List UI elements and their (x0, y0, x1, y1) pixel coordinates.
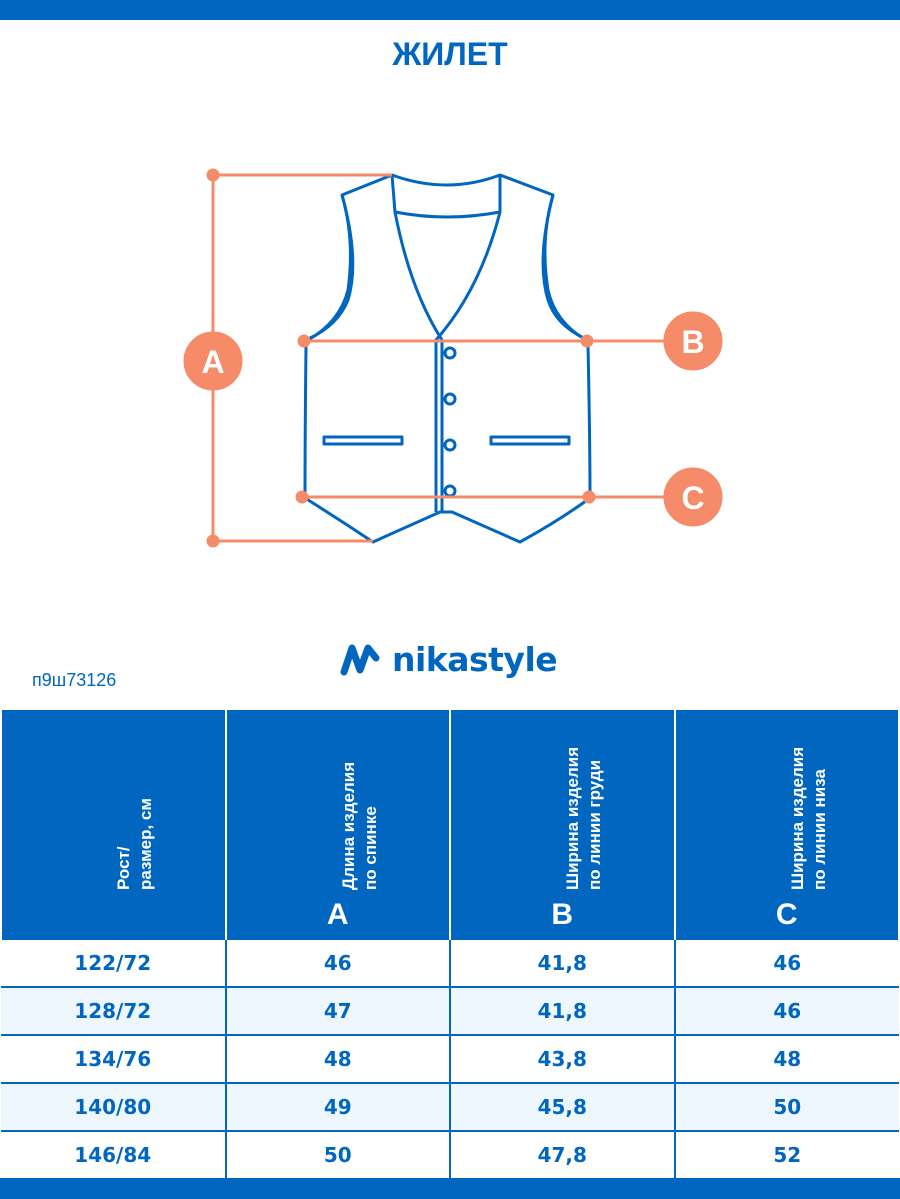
table-cell: 52 (673, 1130, 899, 1180)
header-size: Рост/размер, см (0, 708, 227, 939)
table-cell: 48 (224, 1034, 451, 1084)
brand-name: nikastyle (392, 640, 558, 679)
label-b-circle (663, 311, 723, 371)
header-text: Ширина изделия (787, 746, 807, 890)
table-cell: 50 (224, 1130, 451, 1180)
header-text: размер, см (136, 798, 156, 890)
header-text: Рост/ (114, 846, 134, 890)
header-text: Рост/размер, см (113, 798, 157, 890)
article-number: п9ш73126 (32, 670, 117, 690)
table-cell: 128/72 (1, 986, 227, 1036)
header-text: по линии низа (809, 769, 829, 890)
header-text: по линии груди (585, 759, 605, 890)
label-b: B (681, 324, 704, 360)
table-cell: 134/76 (1, 1034, 227, 1084)
table-cell: 46 (673, 986, 899, 1036)
label-a: A (201, 344, 224, 380)
logo-mark-icon (340, 644, 380, 675)
page-title: ЖИЛЕТ (392, 36, 508, 72)
table-cell: 140/80 (1, 1082, 227, 1132)
top-bar (0, 0, 900, 20)
table-cell: 41,8 (449, 986, 676, 1036)
table-cell: 46 (673, 938, 899, 988)
header-text: Длина изделия (338, 761, 358, 890)
bottom-bar (0, 1178, 900, 1199)
header-text: по спинке (360, 806, 380, 890)
table-cell: 41,8 (449, 938, 676, 988)
header-text: Ширина изделия (563, 746, 583, 890)
table-cell: 49 (224, 1082, 451, 1132)
header-text: Рост/размер, см (113, 798, 155, 890)
header-text: B (551, 898, 574, 931)
table-cell: 45,8 (449, 1082, 676, 1132)
header-text: A (326, 898, 349, 931)
vest-diagram: A B C (183, 168, 723, 548)
vest-outline (303, 173, 592, 544)
table-cell: 146/84 (1, 1130, 227, 1180)
table-cell: 122/72 (1, 938, 227, 988)
table-cell: 43,8 (449, 1034, 676, 1084)
label-c-circle (663, 467, 723, 527)
table-cell: 50 (673, 1082, 899, 1132)
label-a-circle (183, 331, 243, 391)
table-cell: 48 (673, 1034, 899, 1084)
label-c: C (681, 480, 704, 516)
header-text: C (775, 898, 798, 931)
table-cell: 46 (224, 938, 451, 988)
table-cell: 47,8 (449, 1130, 676, 1180)
brand-logo: nikastyle (340, 640, 558, 679)
table-cell: 47 (224, 986, 451, 1036)
